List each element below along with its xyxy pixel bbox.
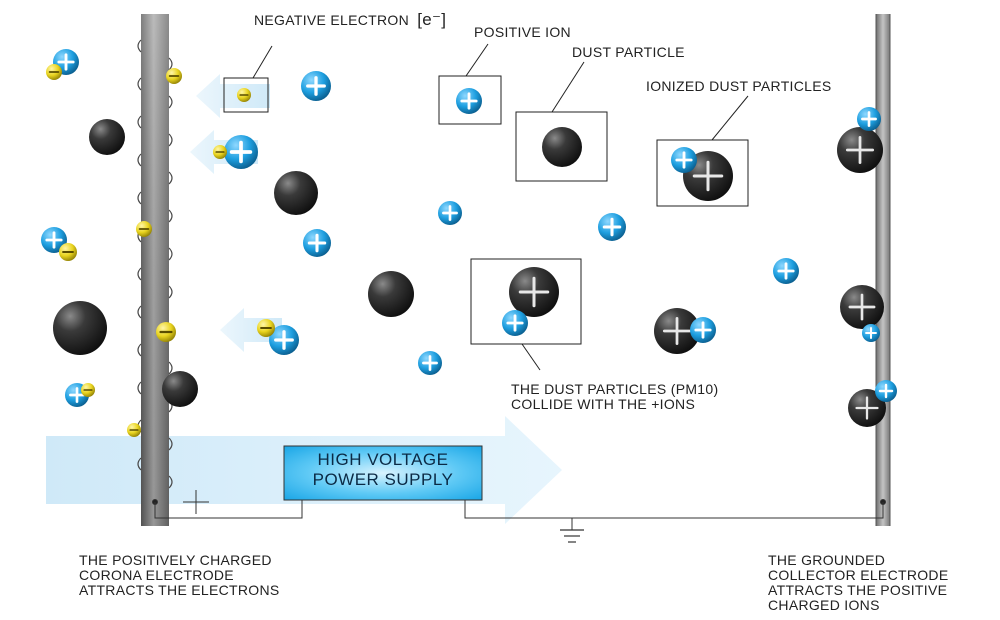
dust-particle-icon xyxy=(368,271,414,317)
leader-line xyxy=(465,43,489,77)
circuit-wiring xyxy=(152,499,886,530)
corona-spike xyxy=(168,285,173,299)
positive-ion-icon xyxy=(857,107,881,131)
positive-ion-label: POSITIVE ION xyxy=(474,24,571,40)
caption-line: ATTRACTS THE POSITIVE xyxy=(768,582,948,598)
corona-spike xyxy=(168,475,173,489)
corona-spike xyxy=(137,267,142,281)
positive-ion-icon xyxy=(690,317,716,343)
negative-electron-icon xyxy=(237,88,251,102)
negative-electron-icon xyxy=(166,68,182,84)
corona-spike xyxy=(168,133,173,147)
caption-line: THE POSITIVELY CHARGED xyxy=(79,552,272,568)
leader-line xyxy=(521,343,541,371)
corona-spike xyxy=(168,95,173,109)
negative-electron-icon xyxy=(127,423,141,437)
corona-spike xyxy=(168,209,173,223)
charged-dust-particle-icon xyxy=(654,308,700,354)
collision-box xyxy=(470,258,582,345)
corona-spike xyxy=(168,57,173,71)
collector-electrode xyxy=(875,14,891,526)
caption-line: THE GROUNDED xyxy=(768,552,886,568)
power-supply-label: HIGH VOLTAGE POWER SUPPLY xyxy=(284,450,482,490)
positive-ion-icon xyxy=(671,147,697,173)
corona-spike xyxy=(168,361,173,375)
electron-drift-arrow xyxy=(196,74,270,118)
negative-electron-label: NEGATIVE ELECTRON [e⁻] xyxy=(254,10,447,29)
charged-dust-particle-icon xyxy=(840,285,884,329)
positive-ion-icon xyxy=(502,310,528,336)
negative-electron-icon xyxy=(59,243,77,261)
charged-dust-particle-icon xyxy=(509,267,559,317)
dust-particle-legend-box xyxy=(515,111,608,182)
dust-particle-icon xyxy=(542,127,582,167)
ground-symbol-icon xyxy=(560,529,584,543)
dust-particle-label: DUST PARTICLE xyxy=(572,44,685,60)
caption-line: ATTRACTS THE ELECTRONS xyxy=(79,582,280,598)
charged-dust-particle-icon xyxy=(837,127,883,173)
collision-label-line: THE DUST PARTICLES (PM10) xyxy=(511,381,719,397)
corona-spike xyxy=(137,39,142,53)
electron-legend-box xyxy=(223,77,269,113)
positive-ion-icon xyxy=(875,380,897,402)
negative-electron-icon xyxy=(257,319,275,337)
dust-particle-icon xyxy=(53,301,107,355)
corona-spike xyxy=(137,343,142,357)
collector-electrode-caption: THE GROUNDED COLLECTOR ELECTRODE ATTRACT… xyxy=(768,553,948,613)
leader-line xyxy=(252,45,273,79)
positive-ion-icon xyxy=(224,135,258,169)
positive-ion-icon xyxy=(301,71,331,101)
negative-electron-icon xyxy=(213,145,227,159)
positive-ion-icon xyxy=(598,213,626,241)
power-supply-label-line: POWER SUPPLY xyxy=(312,470,454,489)
positive-ion-icon xyxy=(456,88,482,114)
positive-ion-icon xyxy=(862,324,880,342)
positive-ion-legend-box xyxy=(438,75,502,125)
plus-terminal-icon xyxy=(183,490,209,514)
negative-electron-icon xyxy=(156,322,176,342)
negative-electron-icon xyxy=(46,64,62,80)
negative-electron-icon xyxy=(136,221,152,237)
electron-drift-arrow xyxy=(220,308,282,352)
positive-ion-icon xyxy=(41,227,67,253)
dust-particle-icon xyxy=(274,171,318,215)
ionized-dust-particles-label: IONIZED DUST PARTICLES xyxy=(646,78,832,94)
positive-ion-icon xyxy=(303,229,331,257)
collision-label: THE DUST PARTICLES (PM10) COLLIDE WITH T… xyxy=(511,382,718,412)
corona-spike xyxy=(137,381,142,395)
dust-particle-icon xyxy=(162,371,198,407)
dust-particle-icon xyxy=(89,119,125,155)
negative-electron-icon xyxy=(81,383,95,397)
positive-ion-icon xyxy=(269,325,299,355)
negative-electron-label-text: NEGATIVE ELECTRON xyxy=(254,12,409,28)
ionized-dust-legend-box xyxy=(656,139,749,207)
corona-spike xyxy=(168,437,173,451)
leader-line xyxy=(711,95,749,141)
corona-spike xyxy=(168,171,173,185)
corona-spike xyxy=(137,191,142,205)
charged-dust-particle-icon xyxy=(848,389,886,427)
leader-line xyxy=(551,61,585,113)
caption-line: CHARGED IONS xyxy=(768,597,880,613)
positive-ion-icon xyxy=(438,201,462,225)
corona-spike xyxy=(137,305,142,319)
power-supply-box xyxy=(283,445,483,501)
positive-ion-icon xyxy=(418,351,442,375)
collision-label-line: COLLIDE WITH THE +IONS xyxy=(511,396,696,412)
corona-spike xyxy=(137,115,142,129)
caption-line: COLLECTOR ELECTRODE xyxy=(768,567,949,583)
corona-spike xyxy=(137,153,142,167)
positive-ion-icon xyxy=(773,258,799,284)
electron-symbol: [e⁻] xyxy=(417,10,447,29)
corona-spike xyxy=(137,457,142,471)
corona-electrode xyxy=(137,14,173,526)
corona-spike xyxy=(137,77,142,91)
corona-spike xyxy=(168,247,173,261)
power-supply-label-line: HIGH VOLTAGE xyxy=(317,450,449,469)
corona-electrode-caption: THE POSITIVELY CHARGED CORONA ELECTRODE … xyxy=(79,553,280,598)
caption-line: CORONA ELECTRODE xyxy=(79,567,234,583)
